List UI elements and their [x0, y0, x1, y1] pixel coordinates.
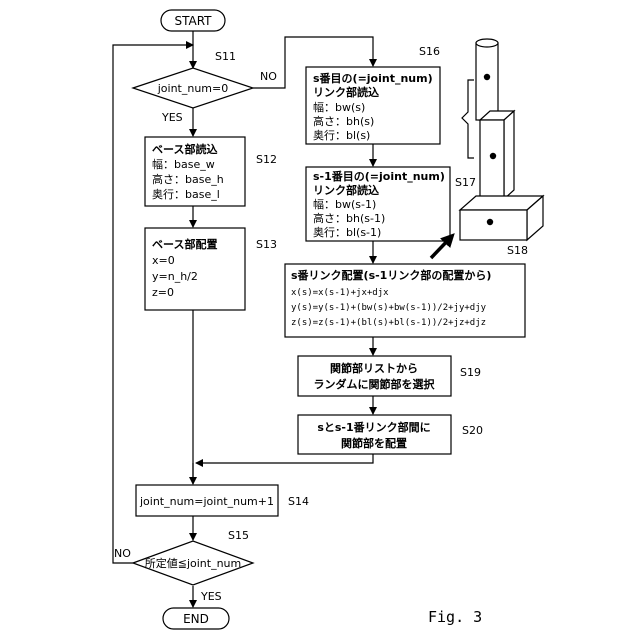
s13-line-2: x=0 — [152, 254, 175, 267]
s19-tag: S19 — [460, 366, 481, 379]
process-s13: ベース部配置 x=0 y=n_h/2 z=0 S13 — [145, 228, 277, 310]
s12-line-1: ベース部読込 — [152, 142, 217, 156]
s11-yes-label: YES — [161, 111, 183, 124]
middle-box-link — [480, 111, 514, 199]
s16-tag: S16 — [419, 45, 440, 58]
s13-line-3: y=n_h/2 — [152, 270, 198, 283]
start-label: START — [174, 14, 212, 28]
s15-yes-label: YES — [200, 590, 222, 603]
s17-tag: S17 — [455, 176, 476, 189]
s20-line-2: 関節部を配置 — [341, 436, 407, 450]
s11-condition: joint_num=0 — [157, 82, 229, 95]
s18-tag: S18 — [507, 244, 528, 257]
end-label: END — [183, 612, 209, 626]
s17-line-5: 奥行：bl(s-1) — [313, 225, 381, 239]
base-box — [460, 196, 543, 240]
s13-line-4: z=0 — [152, 286, 174, 299]
joint-dot-icon — [490, 153, 496, 159]
decision-s11: joint_num=0 S11 NO YES — [133, 50, 277, 124]
s15-condition: 所定値≦joint_num — [145, 556, 242, 570]
s18-line-2: x(s)=x(s-1)+jx+djx — [291, 288, 389, 298]
process-s14: joint_num=joint_num+1 S14 — [136, 485, 309, 516]
s11-no-label: NO — [260, 70, 277, 83]
cylinder-link — [476, 39, 498, 120]
process-s20: sとs-1番リンク部間に 関節部を配置 S20 — [298, 415, 483, 454]
figure-label: Fig. 3 — [428, 608, 482, 626]
s12-tag: S12 — [256, 153, 277, 166]
process-s19: 関節部リストから ランダムに関節部を選択 S19 — [298, 356, 481, 396]
s11-tag: S11 — [215, 50, 236, 63]
s18-line-4: z(s)=z(s-1)+(bl(s)+bl(s-1))/2+jz+djz — [291, 318, 486, 328]
s19-line-1: 関節部リストから — [330, 361, 418, 375]
decision-s15: 所定値≦joint_num S15 NO YES — [114, 529, 253, 603]
s16-line-5: 奥行：bl(s) — [313, 128, 370, 142]
joint-dot-icon — [487, 219, 493, 225]
s15-no-label: NO — [114, 547, 131, 560]
s18-line-3: y(s)=y(s-1)+(bw(s)+bw(s-1))/2+jy+djy — [291, 303, 487, 313]
s15-tag: S15 — [228, 529, 249, 542]
s20-tag: S20 — [462, 424, 483, 437]
process-s17: s-1番目の(=joint_num) リンク部読込 幅：bw(s-1) 高さ：b… — [306, 167, 476, 241]
s14-tag: S14 — [288, 495, 309, 508]
s17-line-4: 高さ：bh(s-1) — [313, 211, 385, 225]
s17-line-2: リンク部読込 — [313, 183, 379, 197]
start-terminal: START — [161, 10, 225, 31]
s14-text: joint_num=joint_num+1 — [139, 495, 274, 508]
process-s12: ベース部読込 幅：base_w 高さ：base_h 奥行：base_l S12 — [145, 137, 277, 206]
end-terminal: END — [163, 608, 229, 629]
s13-line-1: ベース部配置 — [152, 237, 217, 251]
s16-line-3: 幅：bw(s) — [313, 101, 365, 114]
s17-line-1: s-1番目の(=joint_num) — [313, 169, 445, 183]
s16-line-4: 高さ：bh(s) — [313, 114, 374, 128]
s16-line-2: リンク部読込 — [313, 85, 379, 99]
s13-tag: S13 — [256, 238, 277, 251]
s18-line-1: s番リンク配置(s-1リンク部の配置から) — [291, 268, 491, 282]
s12-line-4: 奥行：base_l — [152, 187, 220, 201]
s12-line-3: 高さ：base_h — [152, 172, 224, 186]
s16-line-1: s番目の(=joint_num) — [313, 71, 433, 85]
bracket-icon — [462, 80, 474, 158]
process-s18: s番リンク配置(s-1リンク部の配置から) x(s)=x(s-1)+jx+djx… — [285, 244, 528, 337]
s12-line-2: 幅：base_w — [152, 158, 215, 171]
s20-line-1: sとs-1番リンク部間に — [317, 420, 430, 434]
s17-line-3: 幅：bw(s-1) — [313, 198, 376, 211]
joint-dot-icon — [484, 74, 490, 80]
s19-line-2: ランダムに関節部を選択 — [314, 377, 436, 391]
